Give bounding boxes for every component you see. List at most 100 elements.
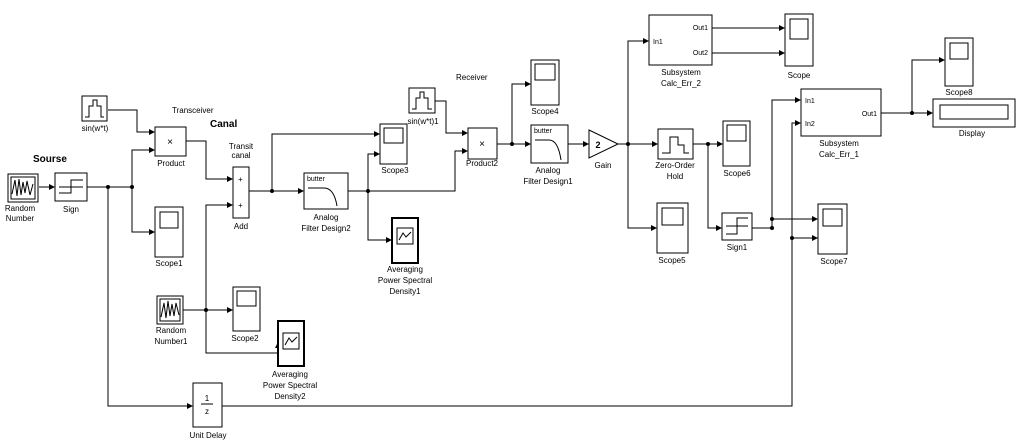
avg-psd1-label-3: Density1 xyxy=(389,287,421,296)
scope5-block[interactable] xyxy=(656,202,689,254)
filter-design2-block[interactable]: butter xyxy=(303,172,349,210)
zero-order-hold-block[interactable] xyxy=(657,128,694,160)
scope2-label: Scope2 xyxy=(231,334,259,343)
scope1-label: Scope1 xyxy=(155,259,183,268)
heading-transit-2: canal xyxy=(231,151,250,160)
scope4-label: Scope4 xyxy=(531,107,559,116)
scope4-block[interactable] xyxy=(530,59,560,106)
subsystem2-label-2: Calc_Err_2 xyxy=(661,79,702,88)
scope6-label: Scope6 xyxy=(723,169,751,178)
random-number-label-2: Number xyxy=(6,214,35,223)
step-icon xyxy=(662,136,689,154)
subsystem1-label-2: Calc_Err_1 xyxy=(819,150,860,159)
add-block[interactable]: + + xyxy=(232,166,250,219)
product-block[interactable]: × xyxy=(154,126,187,157)
sign-icon xyxy=(726,217,748,235)
junction-dots xyxy=(106,111,914,312)
spectrum-icon xyxy=(284,336,298,346)
avg-psd2-label-2: Power Spectral xyxy=(263,381,317,390)
unit-delay-label: Unit Delay xyxy=(190,431,227,440)
gain-value: 2 xyxy=(595,140,600,150)
zoh-label-1: Zero-Order xyxy=(655,161,695,170)
multiply-icon: × xyxy=(167,137,173,148)
subsystem-calc-err-1-block[interactable]: In1 In2 Out1 xyxy=(800,88,882,137)
scope7-block[interactable] xyxy=(817,203,848,255)
scope6-block[interactable] xyxy=(722,120,751,167)
lowpass-icon xyxy=(535,139,562,161)
plus-icon: + xyxy=(238,175,243,184)
heading-transceiver: Transceiver xyxy=(172,106,214,115)
product-label: Product xyxy=(157,159,185,168)
display-label: Display xyxy=(959,129,985,138)
product2-block[interactable]: × xyxy=(467,127,498,160)
out1-port: Out1 xyxy=(862,111,877,118)
avg-psd1-label-1: Averaging xyxy=(387,265,423,274)
scope2-block[interactable] xyxy=(232,286,261,332)
scope-block[interactable] xyxy=(784,13,814,67)
subsystem1-label-1: Subsystem xyxy=(819,139,859,148)
random-number-block[interactable] xyxy=(7,173,39,203)
out1-port: Out1 xyxy=(693,25,708,32)
sine-label: sin(w*t) xyxy=(82,124,109,133)
product2-label: Product2 xyxy=(466,159,499,168)
random-number1-label-1: Random xyxy=(156,326,187,335)
avg-psd1-block[interactable] xyxy=(391,217,419,264)
multiply-icon: × xyxy=(479,139,485,150)
avg-psd2-label-3: Density2 xyxy=(274,392,306,401)
heading-canal: Canal xyxy=(210,119,237,130)
sign-block[interactable] xyxy=(54,172,88,202)
sign1-block[interactable] xyxy=(721,212,753,241)
zoh-label-2: Hold xyxy=(667,172,683,181)
in2-port: In2 xyxy=(805,121,815,128)
gain-label: Gain xyxy=(595,161,612,170)
scope8-block[interactable] xyxy=(944,37,974,87)
sine1-label: sin(w*t)1 xyxy=(407,117,439,126)
noise-icon xyxy=(11,178,34,197)
noise-icon xyxy=(160,300,180,319)
sign1-label: Sign1 xyxy=(727,243,748,252)
random-number1-block[interactable] xyxy=(156,295,184,325)
subsystem2-label-1: Subsystem xyxy=(661,68,701,77)
avg-psd1-label-2: Power Spectral xyxy=(378,276,432,285)
signal-wires xyxy=(39,25,945,409)
plus-icon: + xyxy=(238,201,243,210)
spectrum-icon xyxy=(398,231,412,241)
scope3-block[interactable] xyxy=(379,123,408,165)
scope-label: Scope xyxy=(788,71,811,80)
display-block[interactable] xyxy=(932,98,1016,128)
random-number-label-1: Random xyxy=(5,204,36,213)
in1-port: In1 xyxy=(805,98,815,105)
sign-icon xyxy=(59,179,83,194)
unit-delay-denominator: z xyxy=(205,407,209,416)
sine-wave1-block[interactable] xyxy=(408,87,436,114)
scope5-label: Scope5 xyxy=(658,256,686,265)
filter1-label-2: Filter Design1 xyxy=(523,177,573,186)
gain-block[interactable]: 2 xyxy=(588,129,620,159)
clock-wave-icon xyxy=(412,91,432,110)
lowpass-icon xyxy=(308,187,338,207)
scope1-block[interactable] xyxy=(154,206,184,258)
sign-label: Sign xyxy=(63,205,79,214)
filter1-type: butter xyxy=(534,128,553,135)
out2-port: Out2 xyxy=(693,50,708,57)
filter1-label-1: Analog xyxy=(536,166,561,175)
avg-psd2-block[interactable] xyxy=(277,320,305,367)
add-label: Add xyxy=(234,222,248,231)
subsystem-calc-err-2-block[interactable]: In1 Out1 Out2 xyxy=(648,14,713,66)
filter-design1-block[interactable]: butter xyxy=(530,124,569,164)
scope8-label: Scope8 xyxy=(945,88,973,97)
clock-wave-icon xyxy=(85,99,104,118)
filter2-type: butter xyxy=(307,176,326,183)
random-number1-label-2: Number1 xyxy=(155,337,188,346)
in1-port: In1 xyxy=(653,39,663,46)
sine-wave-block[interactable] xyxy=(81,95,108,122)
heading-receiver: Receiver xyxy=(456,73,488,82)
unit-delay-block[interactable]: 1 z xyxy=(192,382,223,428)
filter2-label-1: Analog xyxy=(314,213,339,222)
scope7-label: Scope7 xyxy=(820,257,848,266)
filter2-label-2: Filter Design2 xyxy=(301,224,351,233)
scope3-label: Scope3 xyxy=(381,166,409,175)
avg-psd2-label-1: Averaging xyxy=(272,370,308,379)
heading-transit-1: Transit xyxy=(229,142,254,151)
